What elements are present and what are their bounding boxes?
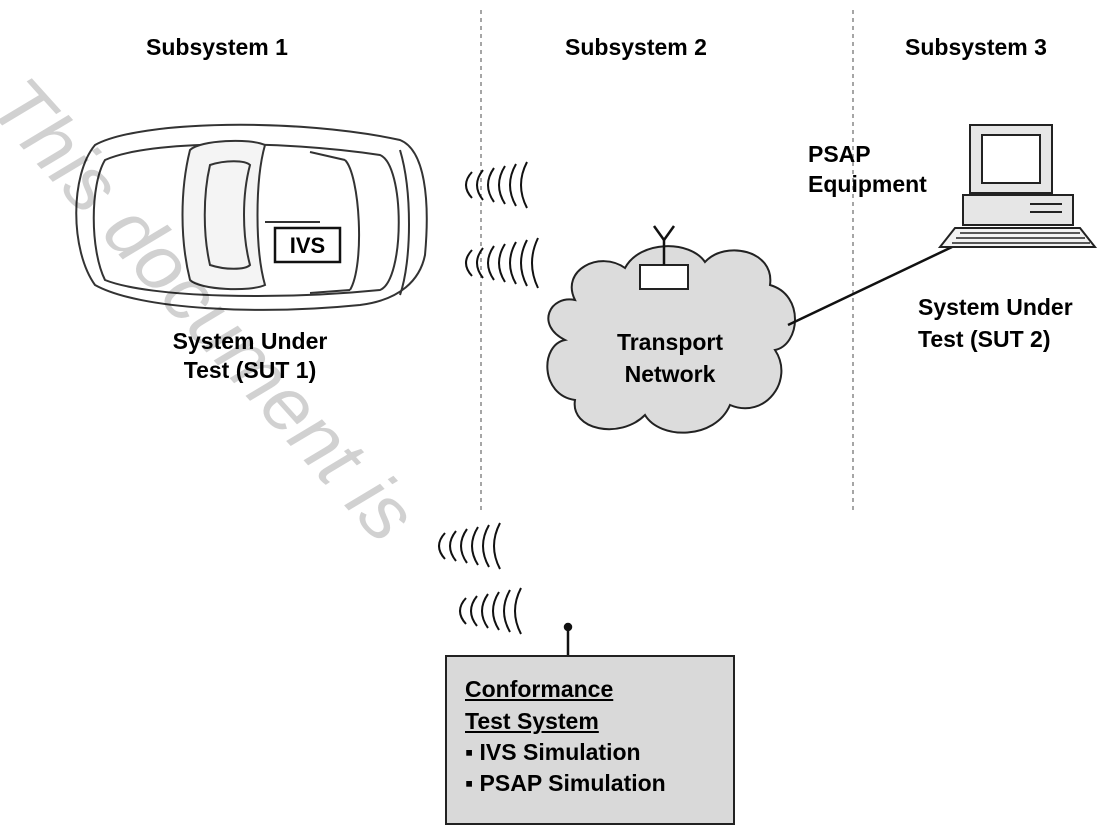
network-line1: Transport [616, 329, 724, 355]
sut1-line2: Test (SUT 1) [183, 357, 317, 383]
cts-item-psap-simulation: ▪ PSAP Simulation [465, 769, 666, 797]
sut1-line1: System Under [172, 328, 328, 354]
ivs-label: IVS [289, 233, 326, 258]
network-antenna-box [639, 264, 689, 290]
bullet-icon: ▪ [465, 739, 474, 765]
network-psap-link [787, 245, 953, 327]
network-line2: Network [624, 361, 716, 387]
bullet-icon: ▪ [465, 770, 474, 796]
radio-waves-car-bottom [465, 237, 539, 289]
sut2-line2: Test (SUT 2) [918, 326, 1051, 352]
psap-label-line2: Equipment [808, 171, 927, 197]
subsystem-2-header: Subsystem 2 [565, 34, 707, 60]
conformance-test-system-box: Conformance Test System ▪ IVS Simulation… [445, 655, 735, 825]
car-icon [75, 123, 428, 311]
radio-waves-cts-bottom [459, 587, 522, 635]
psap-label-line1: PSAP [808, 141, 871, 167]
cts-item-label: PSAP Simulation [479, 770, 666, 796]
radio-waves-car-top [465, 161, 528, 209]
antenna-icon [652, 225, 676, 265]
cloud-icon [546, 245, 796, 434]
cts-title-line2: Test System [465, 708, 599, 734]
subsystem-3-header: Subsystem 3 [905, 34, 1047, 60]
radio-waves-cts-top [438, 522, 501, 570]
cts-item-ivs-simulation: ▪ IVS Simulation [465, 738, 641, 766]
ivs-box [273, 226, 342, 264]
cts-antenna-icon [563, 622, 573, 655]
sut2-line1: System Under [918, 294, 1073, 320]
cts-item-label: IVS Simulation [479, 739, 641, 765]
cts-title-line1: Conformance [465, 676, 614, 702]
subsystem-1-header: Subsystem 1 [146, 34, 288, 60]
computer-icon [937, 124, 1098, 248]
